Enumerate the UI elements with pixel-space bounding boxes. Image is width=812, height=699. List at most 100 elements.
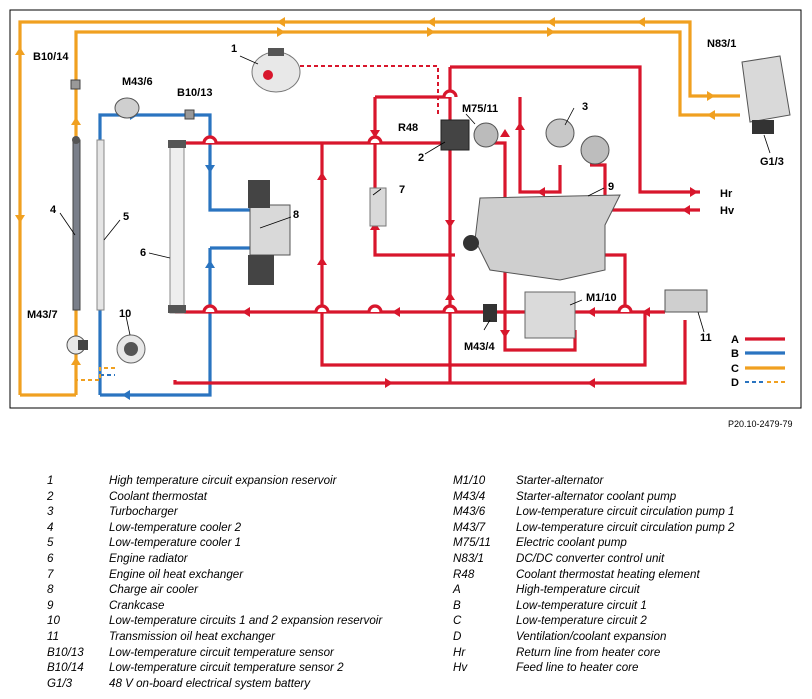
key-description: Charge air cooler [109, 583, 198, 597]
key-code: B10/13 [47, 645, 84, 659]
key-code: Hr [453, 645, 466, 659]
key-description: Coolant thermostat heating element [516, 567, 700, 581]
label-9: 9 [608, 181, 614, 193]
label-hv: Hv [720, 205, 735, 217]
label-r48: R48 [398, 122, 418, 134]
label-11: 11 [700, 332, 712, 344]
key-description: Low-temperature circuit temperature sens… [109, 661, 344, 675]
label-2: 2 [418, 152, 424, 164]
key-description: Return line from heater core [516, 645, 661, 659]
key-description: Coolant thermostat [109, 489, 207, 503]
coolant-pump-m43-4-icon [483, 304, 497, 322]
key-description: Starter-alternator coolant pump [516, 489, 677, 503]
label-3: 3 [582, 101, 588, 113]
key-description: Turbocharger [109, 505, 178, 519]
label-6: 6 [140, 247, 146, 259]
key-code: 9 [47, 598, 54, 612]
thermostat-r48-icon [440, 119, 499, 151]
dcdc-converter-icon [741, 55, 791, 123]
cooler-4-icon [72, 136, 81, 311]
legend-code-d: D [731, 377, 739, 389]
key-code: M1/10 [453, 474, 486, 487]
key-description: Transmission oil heat exchanger [109, 630, 276, 643]
label-7: 7 [399, 184, 405, 196]
cooler-5-icon [96, 139, 105, 311]
key-description: Low-temperature circuit temperature sens… [109, 645, 334, 659]
key-description: Ventilation/coolant expansion [516, 630, 667, 643]
key-code: 4 [47, 520, 54, 534]
circuit-a-lines [173, 65, 700, 385]
pump-m43-7-icon [66, 335, 88, 355]
label-b10-14: B10/14 [33, 51, 69, 63]
circuit-c-arrows [15, 17, 715, 365]
label-m43-4: M43/4 [464, 341, 495, 353]
line-crossovers [202, 89, 633, 313]
label-hr: Hr [720, 188, 733, 200]
key-code: 10 [47, 614, 60, 628]
oil-heat-exchanger-icon [369, 187, 387, 227]
key-code: A [453, 583, 461, 597]
label-m43-7: M43/7 [27, 309, 58, 321]
circuit-d-lines [76, 65, 439, 381]
label-g1-3: G1/3 [760, 156, 784, 168]
key-description: Low-temperature circuit circulation pump… [516, 520, 735, 534]
label-m43-6: M43/6 [122, 76, 153, 88]
key-description: Low-temperature circuit circulation pump… [516, 505, 735, 519]
label-m75-11: M75/11 [462, 103, 498, 115]
pump-m43-6-icon [114, 97, 140, 119]
turbocharger-icon [545, 118, 610, 165]
label-5: 5 [123, 211, 129, 223]
label-10: 10 [119, 308, 131, 320]
key-code: 6 [47, 552, 54, 565]
key-code: N83/1 [453, 552, 484, 565]
key-description: DC/DC converter control unit [516, 552, 665, 565]
label-b10-13: B10/13 [177, 87, 212, 99]
battery-g1-3-icon [752, 120, 774, 134]
key-description: Electric coolant pump [516, 536, 627, 550]
key-description: Feed line to heater core [516, 661, 639, 675]
key-description: Low-temperature cooler 2 [109, 520, 242, 534]
label-n83-1: N83/1 [707, 38, 736, 50]
key-description: 48 V on-board electrical system battery [109, 676, 311, 690]
key-code: 3 [47, 505, 54, 519]
label-4: 4 [50, 204, 57, 216]
sensor-b10-14-icon [70, 79, 81, 90]
label-m1-10: M1/10 [586, 292, 617, 304]
key-code: B [453, 598, 461, 612]
key-code: M43/7 [453, 520, 486, 534]
key-code: R48 [453, 567, 475, 581]
legend: A B C D [731, 334, 787, 389]
key-description: Starter-alternator [516, 474, 604, 487]
key-code: 11 [47, 630, 60, 643]
leader-lines [59, 55, 771, 336]
label-8: 8 [293, 209, 299, 221]
key-code: M75/11 [453, 536, 491, 550]
key-description: Crankcase [109, 598, 165, 612]
sensor-b10-13-icon [184, 109, 195, 120]
key-code: B10/14 [47, 661, 84, 675]
key-code: G1/3 [47, 676, 73, 690]
charge-air-cooler-icon [248, 180, 291, 285]
key-description: Low-temperature circuit 1 [516, 598, 647, 612]
document-reference: P20.10-2479-79 [728, 419, 793, 429]
transmission-oil-heat-exchanger-icon [664, 289, 708, 313]
key-description: High temperature circuit expansion reser… [109, 474, 337, 487]
key-description: Engine oil heat exchanger [109, 567, 244, 581]
key-description: High-temperature circuit [516, 583, 640, 597]
key-description: Low-temperature circuits 1 and 2 expansi… [109, 614, 383, 628]
key-code: M43/6 [453, 505, 486, 519]
key-code: 5 [47, 536, 54, 550]
legend-code-b: B [731, 348, 739, 360]
key-code: C [453, 614, 462, 628]
crankcase-icon [463, 194, 621, 281]
key-code: 7 [47, 567, 54, 581]
key-code: 1 [47, 474, 54, 487]
reservoir-10-icon [116, 334, 146, 364]
expansion-reservoir-icon [251, 48, 301, 93]
label-1: 1 [231, 43, 237, 55]
key-description: Low-temperature circuit 2 [516, 614, 647, 628]
key-code: 8 [47, 583, 54, 597]
legend-code-a: A [731, 334, 739, 346]
key-description: Engine radiator [109, 552, 188, 565]
legend-code-c: C [731, 363, 739, 375]
